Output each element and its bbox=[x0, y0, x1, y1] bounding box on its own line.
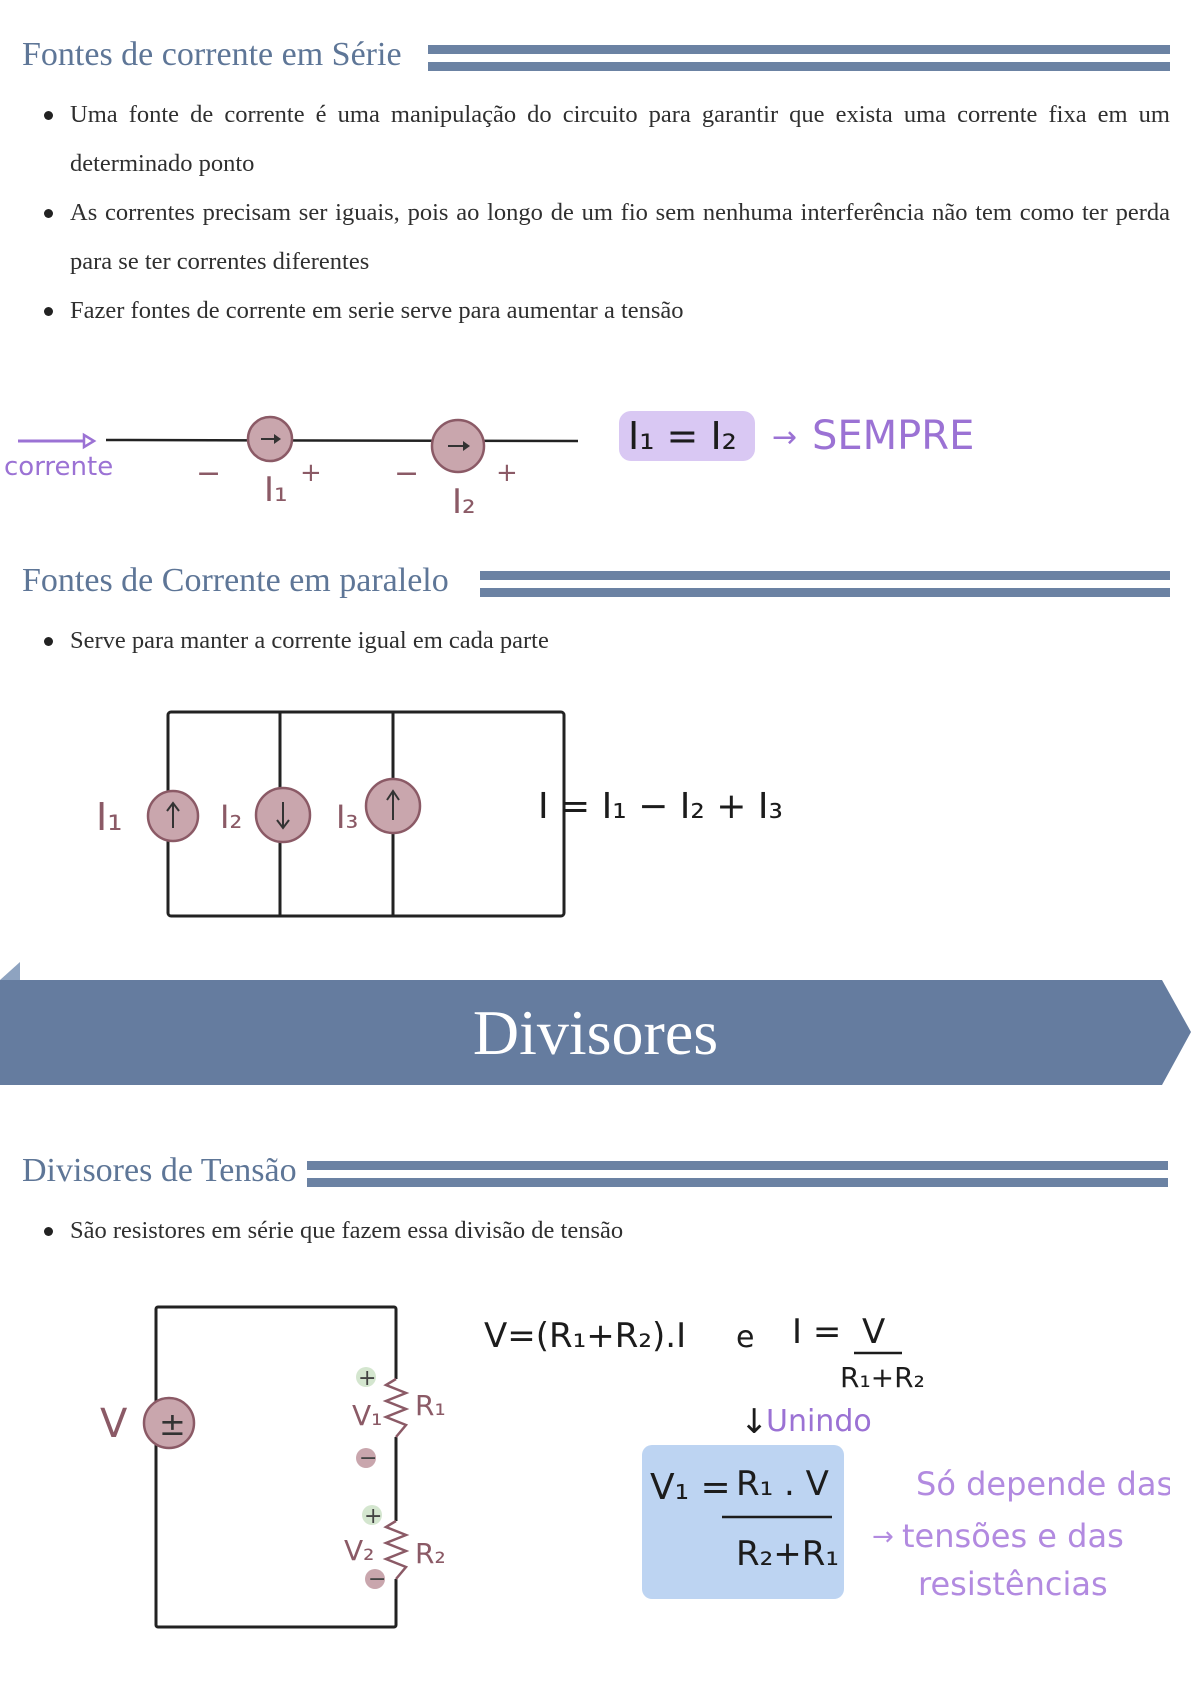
resistor-r1 bbox=[382, 1377, 410, 1438]
bullet-item: São resistores em série que fazem essa d… bbox=[40, 1206, 1170, 1255]
bullet-list-tensao: São resistores em série que fazem essa d… bbox=[40, 1206, 1170, 1255]
r1-label: R₁ bbox=[415, 1389, 446, 1422]
unindo-label: Unindo bbox=[766, 1404, 872, 1439]
source-1-label: I₁ bbox=[264, 470, 288, 510]
plus-terminal: + bbox=[358, 1366, 376, 1391]
current-source-down-2 bbox=[254, 786, 312, 844]
voltage-divider-equations: V=(R₁+R₂).I e I = V R₁+R₂ ↓ Unindo V₁ = … bbox=[484, 1312, 1170, 1603]
current-source-2 bbox=[430, 418, 486, 474]
parallel-sources-diagram: I₁ I₂ I₃ I = I₁ − I₂ + I₃ bbox=[96, 710, 783, 918]
note-arrow: → bbox=[872, 1522, 894, 1552]
note-line-1: Só depende das bbox=[916, 1465, 1170, 1503]
result-denominator: R₂+R₁ bbox=[736, 1534, 839, 1574]
source-label-3: I₃ bbox=[336, 798, 358, 836]
section-title: Divisores de Tensão bbox=[22, 1152, 297, 1189]
section-title: Fontes de corrente em Série bbox=[22, 36, 402, 73]
voltage-divider-circuit: ± V + − + − V₁ R₁ V₂ R₂ bbox=[100, 1305, 446, 1629]
source-label: V bbox=[100, 1401, 128, 1447]
r2-label: R₂ bbox=[415, 1537, 446, 1570]
source-2-label: I₂ bbox=[452, 482, 476, 522]
banner-title: Divisores bbox=[472, 997, 719, 1068]
result-lhs: V₁ = bbox=[650, 1467, 731, 1508]
banner-fold bbox=[0, 962, 20, 980]
bullet-item: Serve para manter a corrente igual em ca… bbox=[40, 616, 1170, 665]
equation-i-numerator: V bbox=[862, 1312, 885, 1352]
current-source-1 bbox=[246, 415, 294, 463]
minus-sign: − bbox=[394, 456, 419, 491]
voltage-source: ± bbox=[142, 1396, 196, 1450]
bullet-list-serie: Uma fonte de corrente é uma manipulação … bbox=[40, 90, 1170, 335]
equation-highlight bbox=[619, 411, 755, 461]
resistor-r2 bbox=[382, 1519, 410, 1580]
equation-i-lhs: I = bbox=[792, 1312, 841, 1352]
parallel-equation: I = I₁ − I₂ + I₃ bbox=[538, 786, 783, 827]
conjunction: e bbox=[736, 1320, 754, 1355]
heading-rule bbox=[480, 568, 1170, 600]
section-heading-serie: Fontes de corrente em Série bbox=[22, 36, 414, 74]
source-symbol: ± bbox=[159, 1405, 186, 1443]
equation-v: V=(R₁+R₂).I bbox=[484, 1316, 686, 1356]
result-numerator: R₁ . V bbox=[736, 1464, 829, 1504]
sempre-label: SEMPRE bbox=[812, 413, 974, 459]
bullet-list-paralelo: Serve para manter a corrente igual em ca… bbox=[40, 616, 1170, 665]
source-label-2: I₂ bbox=[220, 798, 242, 836]
heading-rule bbox=[307, 1158, 1168, 1190]
result-highlight bbox=[642, 1445, 844, 1599]
section-heading-paralelo: Fontes de Corrente em paralelo bbox=[22, 562, 461, 600]
plus-terminal: + bbox=[364, 1504, 382, 1529]
v1-label: V₁ bbox=[352, 1399, 382, 1432]
bullet-item: Fazer fontes de corrente em serie serve … bbox=[40, 286, 1170, 335]
series-sources-diagram: corrente − + − + I₁ I₂ I₁ = I₂ → SEMPRE bbox=[4, 411, 974, 522]
circuit-frame bbox=[154, 1305, 398, 1629]
note-line-3: resistências bbox=[918, 1565, 1108, 1603]
v2-label: V₂ bbox=[344, 1534, 374, 1567]
section-title: Fontes de Corrente em paralelo bbox=[22, 562, 449, 599]
source-label-1: I₁ bbox=[96, 795, 122, 839]
down-arrow: ↓ bbox=[740, 1402, 769, 1442]
section-banner bbox=[0, 980, 1191, 1085]
corrente-label: corrente bbox=[4, 452, 113, 482]
arrow-glyph: → bbox=[772, 420, 797, 455]
equation-i1-equals-i2: I₁ = I₂ bbox=[628, 414, 737, 458]
section-heading-tensao: Divisores de Tensão bbox=[22, 1152, 309, 1190]
plus-sign: + bbox=[300, 458, 322, 488]
minus-sign: − bbox=[196, 456, 221, 491]
minus-terminal: − bbox=[368, 1567, 386, 1592]
equation-i-denominator: R₁+R₂ bbox=[840, 1361, 925, 1394]
plus-sign: + bbox=[496, 458, 518, 488]
minus-terminal: − bbox=[359, 1446, 377, 1471]
bullet-item: Uma fonte de corrente é uma manipulação … bbox=[40, 90, 1170, 188]
note-line-2: tensões e das bbox=[902, 1517, 1124, 1555]
current-source-up-1 bbox=[146, 789, 200, 843]
heading-rule bbox=[428, 42, 1170, 74]
bullet-item: As correntes precisam ser iguais, pois a… bbox=[40, 188, 1170, 286]
current-source-up-3 bbox=[364, 777, 422, 835]
